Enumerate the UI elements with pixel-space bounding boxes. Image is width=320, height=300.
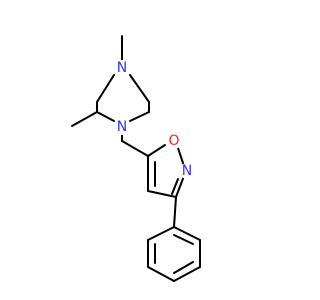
bond-ph-6-1-double [173,234,194,245]
bond-o-n [177,147,185,167]
bond-ch2-c5iso [121,140,149,157]
bond-ph-4-5-double [173,261,194,274]
bond-c2-methyl [71,111,98,127]
atom-labels: N N O N [114,60,195,179]
bond-c2-n1 [96,111,115,122]
atom-label-n-isoxazole: N [182,163,192,179]
atom-label-n1: N [117,119,127,135]
atom-label-n4: N [117,60,127,76]
bond-ph-6-1 [173,226,201,241]
atom-label-o-isoxazole: O [168,133,179,149]
atom-o-isoxazole: O [166,133,182,149]
bond-ph-3-4 [147,266,175,282]
bond-c5iso-o [147,144,166,157]
bond-n4-c3 [96,74,115,103]
bonds [71,35,201,282]
bond-c6-n1 [129,111,150,122]
atom-n4: N [114,60,130,76]
chemical-structure: N N O N [71,35,201,282]
bond-ph-4-5 [173,266,201,282]
bond-n-c3iso-double [171,178,179,195]
bond-c3iso-phenyl [173,196,177,228]
atom-n1: N [114,119,130,135]
atom-n-isoxazole: N [179,163,195,179]
bond-c3iso-c4iso [147,190,177,198]
bond-n4-c5 [129,74,150,103]
bond-ph-1-2 [147,226,175,241]
bond-n-c3iso [175,175,185,198]
